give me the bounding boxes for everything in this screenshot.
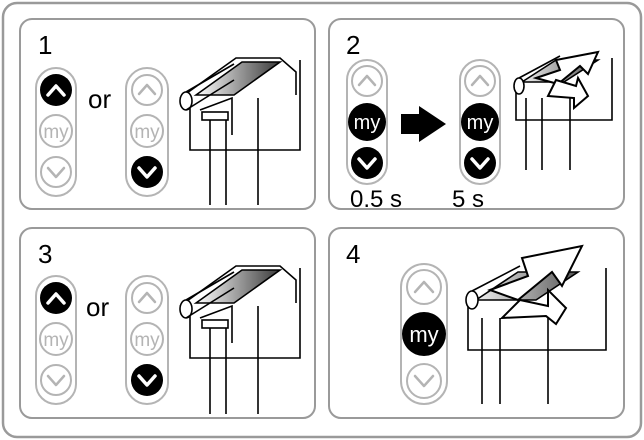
chevron-up-icon: [137, 291, 157, 304]
step-4-panel: 4 my: [328, 227, 625, 419]
my-button-active: [348, 103, 386, 141]
my-label: my: [134, 122, 160, 143]
remote-up-active: my: [35, 67, 77, 197]
awning-icon: [179, 57, 301, 205]
remote-up-active: my: [35, 275, 77, 405]
up-button-active: [40, 282, 72, 314]
step-number: 1: [38, 30, 52, 60]
press-time-long: 5 s: [452, 186, 484, 213]
down-button: [406, 363, 442, 399]
up-button: [464, 65, 496, 97]
my-button-active: [461, 103, 499, 141]
down-button-active: [351, 147, 383, 179]
chevron-down-icon: [357, 157, 377, 170]
chevron-down-icon: [137, 374, 157, 387]
remote-my-active: my: [400, 263, 448, 405]
chevron-down-icon: [470, 157, 490, 170]
or-label: or: [88, 84, 111, 114]
step-2-panel: 2 my my 0.5 s 5 s: [328, 18, 625, 213]
chevron-up-icon: [46, 292, 66, 305]
chevron-up-icon: [413, 280, 435, 294]
double-arrow-icon: [532, 50, 600, 111]
chevron-down-icon: [413, 374, 435, 388]
press-time-short: 0.5 s: [350, 186, 402, 213]
double-arrow-icon: [487, 244, 584, 326]
up-button-active: [40, 74, 72, 106]
remote-my-active: my: [459, 59, 501, 185]
chevron-down-icon: [46, 374, 66, 387]
my-button: [39, 322, 73, 356]
my-button: [39, 114, 73, 148]
my-label: my: [467, 112, 494, 134]
step-panel-frame: [328, 227, 625, 419]
down-button: [40, 156, 72, 188]
my-label: my: [134, 330, 160, 351]
my-button-active: [402, 312, 446, 356]
down-button: [40, 364, 72, 396]
my-label: my: [43, 330, 69, 351]
chevron-down-icon: [46, 166, 66, 179]
my-button: [130, 322, 164, 356]
or-label: or: [86, 292, 109, 322]
chevron-up-icon: [357, 74, 377, 87]
down-button-active: [464, 147, 496, 179]
chevron-down-icon: [137, 166, 157, 179]
awning-icon: [179, 265, 301, 414]
step-number: 4: [346, 239, 360, 269]
up-button: [131, 74, 163, 106]
up-button: [351, 65, 383, 97]
down-button-active: [131, 156, 163, 188]
remote-my-active: my: [346, 59, 388, 185]
my-label: my: [43, 122, 69, 143]
chevron-up-icon: [137, 83, 157, 96]
my-button: [130, 114, 164, 148]
chevron-up-icon: [46, 84, 66, 97]
down-button-active: [131, 364, 163, 396]
step-number: 2: [346, 30, 360, 60]
remote-down-active: my: [125, 275, 169, 405]
remote-down-active: my: [125, 67, 169, 197]
up-button: [131, 282, 163, 314]
right-arrow-icon: [401, 106, 446, 142]
chevron-up-icon: [470, 74, 490, 87]
up-button: [406, 269, 442, 305]
step-number: 3: [38, 239, 52, 269]
my-label: my: [409, 322, 438, 347]
step-3-panel: 3 my or my: [19, 227, 316, 419]
my-label: my: [354, 112, 381, 134]
step-1-panel: 1 my or my: [19, 18, 316, 210]
